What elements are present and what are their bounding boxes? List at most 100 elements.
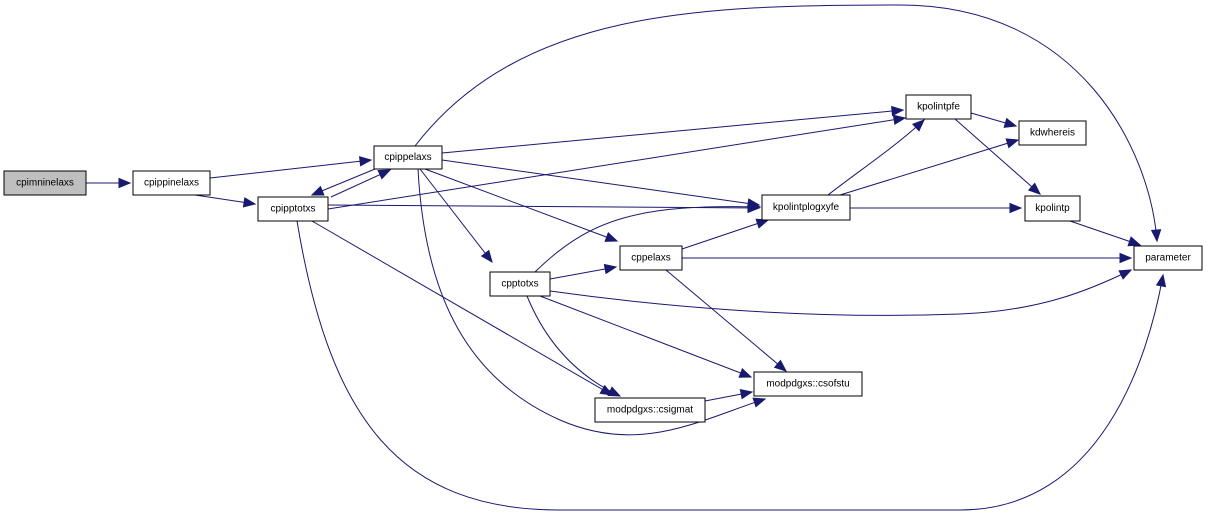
edge-cpipptotxs-to-cpippelaxs-arrowhead [377,169,392,180]
edge-cpipptotxs-to-kpolintpfe-arrowhead [892,114,907,125]
node-label-cpptotxs: cpptotxs [501,279,538,290]
edge-cpptotxs-to-cppelaxs-arrowhead [603,263,618,275]
edge-kpolintpfe-to-kpolintp [954,118,1041,195]
edge-cpipptotxs-to-modpdgxs-csigmat [311,220,614,396]
edge-cpippinelaxs-to-cpippelaxs [209,156,373,179]
node-modpdgxs-csigmat[interactable]: modpdgxs::csigmat [594,397,706,423]
node-parameter[interactable]: parameter [1133,245,1203,271]
edge-cpipptotxs-to-parameter-line [296,220,1164,511]
edge-cpipptotxs-to-modpdgxs-csigmat-line [311,220,613,396]
node-kpolintpfe[interactable]: kpolintpfe [905,94,972,120]
node-cpimninelaxs[interactable]: cpimninelaxs [3,170,87,196]
edge-cpipptotxs-to-kpolintpfe [327,114,907,210]
edge-cpptotxs-to-modpdgxs-csigmat-line [526,295,621,397]
edge-kpolintpfe-to-kdwhereis-arrowhead [1003,117,1018,128]
node-kpolintp[interactable]: kpolintp [1024,195,1081,222]
edge-kpolintpfe-to-kpolintp-line [954,118,1041,195]
edge-kpolintplogxyfe-to-kdwhereis [839,138,1020,196]
edge-cppelaxs-to-parameter [682,252,1133,264]
edge-cpippelaxs-to-kpolintpfe-line [441,109,904,154]
edge-cpipptotxs-to-cpippelaxs [330,169,392,198]
edge-kpolintpfe-to-kdwhereis [970,112,1018,128]
edge-cpippelaxs-to-cpptotxs [419,168,493,264]
edge-cpptotxs-to-parameter [549,269,1133,316]
node-modpdgxs-csofstu[interactable]: modpdgxs::csofstu [753,371,863,397]
edge-cpippelaxs-to-modpdgxs-csofstu [417,168,767,436]
edge-cpptotxs-to-parameter-line [549,269,1132,316]
edge-cppelaxs-to-parameter-arrowhead [1119,252,1133,264]
edge-cpippinelaxs-to-cpipptotxs-arrowhead [242,197,257,208]
edge-cppelaxs-to-kpolintplogxyfe-line [681,219,769,250]
edge-cpptotxs-to-modpdgxs-csofstu [539,295,753,378]
edge-cpipptotxs-to-kpolintpfe-line [327,117,906,210]
edge-cpptotxs-to-kpolintplogxyfe-arrowhead [748,201,762,212]
edge-cpptotxs-to-cppelaxs [549,263,618,280]
edge-kpolintplogxyfe-to-kdwhereis-line [839,139,1019,196]
edge-cpptotxs-to-modpdgxs-csigmat [526,295,622,397]
edge-cpippelaxs-to-cpipptotxs [310,168,376,196]
edge-cpippelaxs-to-kpolintpfe-arrowhead [891,105,905,117]
node-label-kpolintp: kpolintp [1035,203,1070,214]
edge-cppelaxs-to-modpdgxs-csofstu [665,269,788,372]
edge-cpippelaxs-to-cpptotxs-line [419,168,493,263]
node-cpptotxs[interactable]: cpptotxs [489,271,551,297]
edge-kpolintp-to-parameter [1069,220,1142,247]
edge-cpippelaxs-to-kpolintplogxyfe-line [441,159,760,206]
node-label-cpippinelaxs: cpippinelaxs [144,178,199,189]
edge-cpippinelaxs-to-cpippelaxs-line [209,159,372,179]
edge-cpippelaxs-to-modpdgxs-csofstu-line [417,168,766,436]
node-label-cpippelaxs: cpippelaxs [384,152,431,163]
node-cpippinelaxs[interactable]: cpippinelaxs [132,170,211,196]
node-label-modpdgxs-csigmat: modpdgxs::csigmat [607,405,693,416]
edge-cpippelaxs-to-cppelaxs-arrowhead [604,232,619,242]
node-label-kpolintpfe: kpolintpfe [917,102,960,113]
graph-nodes: cpimninelaxs cpippinelaxs cpippelaxs cpi… [3,94,1203,423]
edge-cpippelaxs-to-cpipptotxs-arrowhead [310,185,325,196]
edge-kpolintp-to-parameter-arrowhead [1127,236,1142,247]
node-label-parameter: parameter [1145,253,1191,264]
edge-cpippelaxs-to-parameter-line [414,4,1158,242]
edge-cpippelaxs-to-cppelaxs [424,168,619,242]
edge-cpippelaxs-to-cpptotxs-arrowhead [480,249,493,264]
node-label-cppelaxs: cppelaxs [631,253,670,264]
node-kdwhereis[interactable]: kdwhereis [1018,120,1087,146]
node-label-cpipptotxs: cpipptotxs [270,204,315,215]
node-label-modpdgxs-csofstu: modpdgxs::csofstu [766,379,849,390]
edge-cpipptotxs-to-parameter-arrowhead [1155,273,1167,288]
edge-cppelaxs-to-kpolintplogxyfe [681,218,770,250]
node-cpippelaxs[interactable]: cpippelaxs [373,145,443,170]
edge-kpolintplogxyfe-to-kpolintp-arrowhead [1009,202,1023,214]
edge-cpptotxs-to-modpdgxs-csigmat-arrowhead [607,386,622,397]
edge-cpippinelaxs-to-cpipptotxs [194,194,257,208]
node-cpipptotxs[interactable]: cpipptotxs [257,196,329,222]
graph-edges [86,4,1167,511]
node-cppelaxs[interactable]: cppelaxs [619,245,683,271]
edge-cpippelaxs-to-cppelaxs-line [424,168,618,242]
edge-cpippelaxs-to-parameter [414,4,1162,243]
edge-cpippelaxs-to-parameter-arrowhead [1150,229,1162,243]
node-label-cpimninelaxs: cpimninelaxs [16,178,74,189]
edge-cpptotxs-to-kpolintplogxyfe-line [534,206,761,273]
edge-kpolintplogxyfe-to-kpolintpfe [827,119,925,196]
node-kpolintplogxyfe[interactable]: kpolintplogxyfe [761,194,851,221]
edge-modpdgxs-csigmat-to-modpdgxs-csofstu [704,389,754,402]
edge-cpippelaxs-to-kpolintpfe [441,105,905,154]
edge-cppelaxs-to-modpdgxs-csofstu-arrowhead [773,359,788,372]
edge-cpptotxs-to-modpdgxs-csofstu-line [539,295,752,378]
edge-kpolintplogxyfe-to-kpolintpfe-line [827,119,925,196]
node-label-kpolintplogxyfe: kpolintplogxyfe [773,202,840,213]
edge-cpptotxs-to-modpdgxs-csofstu-arrowhead [738,367,753,378]
edge-kpolintplogxyfe-to-kdwhereis-arrowhead [1005,138,1020,149]
edge-modpdgxs-csigmat-to-modpdgxs-csofstu-arrowhead [739,389,754,400]
edge-cppelaxs-to-modpdgxs-csofstu-line [665,269,787,372]
edge-cppelaxs-to-kpolintplogxyfe-arrowhead [755,218,770,229]
edge-cpimninelaxs-to-cpippinelaxs [86,177,132,189]
edge-cpipptotxs-to-parameter [296,220,1167,511]
edge-kpolintplogxyfe-to-kpolintpfe-arrowhead [911,119,925,132]
edge-cpippinelaxs-to-cpippelaxs-arrowhead [358,156,373,167]
edge-cpippelaxs-to-modpdgxs-csofstu-arrowhead [752,397,767,408]
edge-kpolintpfe-to-kpolintp-arrowhead [1027,182,1041,195]
edge-kpolintplogxyfe-to-kpolintp [850,202,1023,214]
node-label-kdwhereis: kdwhereis [1030,128,1075,139]
